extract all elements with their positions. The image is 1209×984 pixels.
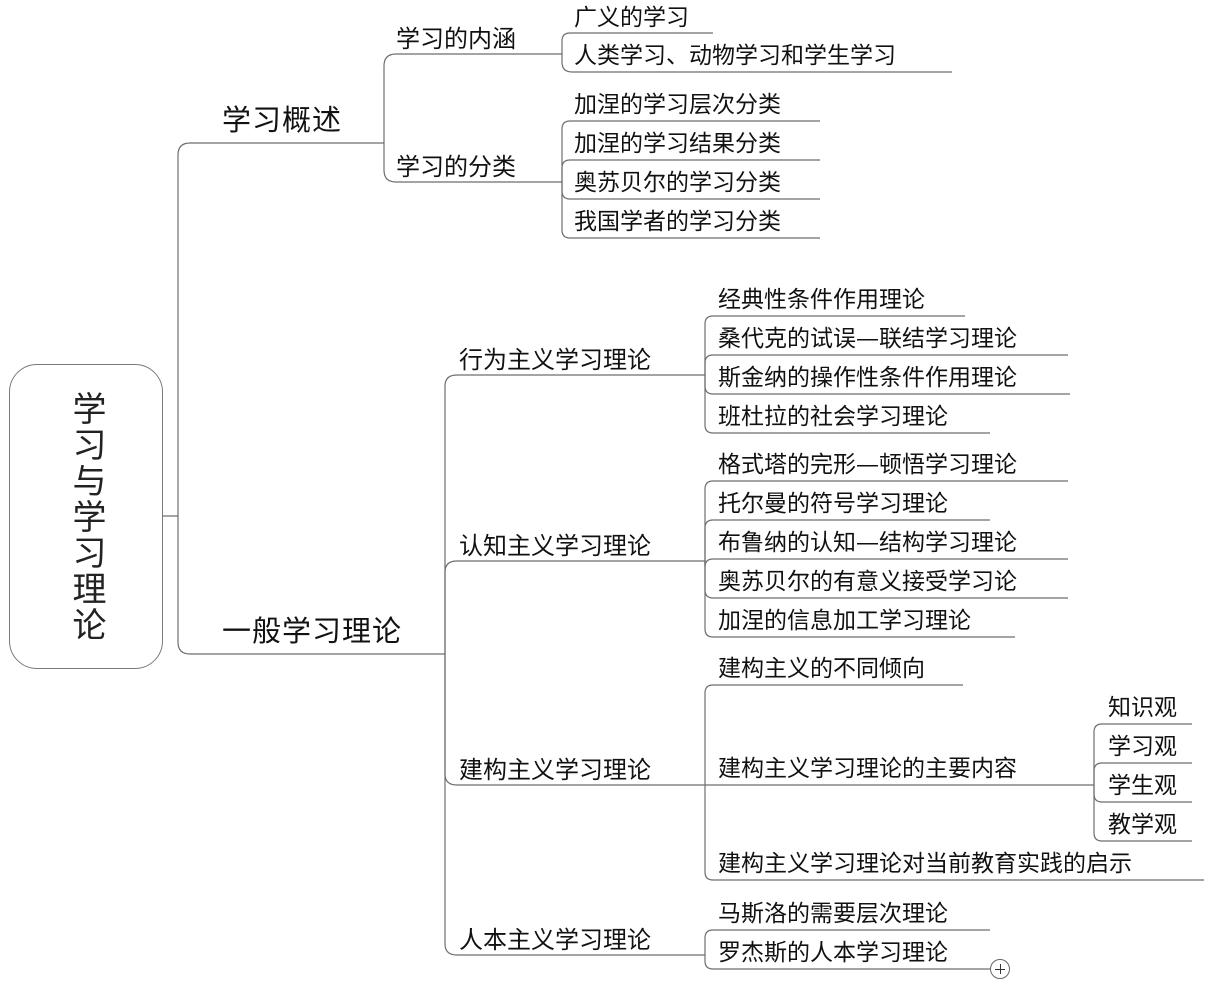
- node-xuexi-gaishu[interactable]: 学习概述: [222, 103, 343, 137]
- node-renlei-dongwu-xuesheng[interactable]: 人类学习、动物学习和学生学习: [574, 43, 896, 69]
- node-renzhi-zhuyi[interactable]: 认知主义学习理论: [459, 532, 651, 560]
- expand-plus-icon[interactable]: [990, 959, 1010, 979]
- node-jianie-jieguo[interactable]: 加涅的学习结果分类: [574, 131, 781, 157]
- node-jiangou-zhuyao-neirong[interactable]: 建构主义学习理论的主要内容: [718, 756, 1017, 782]
- node-buluna[interactable]: 布鲁纳的认知—结构学习理论: [718, 530, 1017, 556]
- root-node-label: 学习与学习理论: [66, 390, 106, 643]
- node-jingdian-tiaojian[interactable]: 经典性条件作用理论: [718, 287, 925, 313]
- node-woguo-xuezhe[interactable]: 我国学者的学习分类: [574, 209, 781, 235]
- node-aosubeier-youyiyi[interactable]: 奥苏贝尔的有意义接受学习论: [718, 569, 1017, 595]
- node-tuoerman[interactable]: 托尔曼的符号学习理论: [718, 491, 948, 517]
- node-jiangou-qingxiang[interactable]: 建构主义的不同倾向: [718, 656, 925, 682]
- node-bandula[interactable]: 班杜拉的社会学习理论: [718, 404, 948, 430]
- node-xuexi-fenlei[interactable]: 学习的分类: [396, 153, 516, 181]
- node-luojiesi[interactable]: 罗杰斯的人本学习理论: [718, 940, 948, 966]
- node-geshita[interactable]: 格式塔的完形—顿悟学习理论: [718, 452, 1017, 478]
- node-aosubeier-fenlei[interactable]: 奥苏贝尔的学习分类: [574, 170, 781, 196]
- root-node[interactable]: 学习与学习理论: [9, 364, 163, 669]
- node-xuexi-guan[interactable]: 学习观: [1108, 734, 1177, 760]
- node-jianie-cengci[interactable]: 加涅的学习层次分类: [574, 92, 781, 118]
- node-zhishi-guan[interactable]: 知识观: [1108, 695, 1177, 721]
- node-masiluo[interactable]: 马斯洛的需要层次理论: [718, 901, 948, 927]
- node-sangdaike[interactable]: 桑代克的试误—联结学习理论: [718, 326, 1017, 352]
- node-jiaoxue-guan[interactable]: 教学观: [1108, 812, 1177, 838]
- node-xuesheng-guan[interactable]: 学生观: [1108, 773, 1177, 799]
- node-yiban-xuexi-lilun[interactable]: 一般学习理论: [222, 614, 403, 648]
- node-sijinna[interactable]: 斯金纳的操作性条件作用理论: [718, 365, 1017, 391]
- node-xuexi-neihan[interactable]: 学习的内涵: [396, 25, 516, 53]
- node-jiangou-zhuyi[interactable]: 建构主义学习理论: [459, 756, 651, 784]
- node-jianie-xinxi[interactable]: 加涅的信息加工学习理论: [718, 608, 971, 634]
- node-jiangou-qishi[interactable]: 建构主义学习理论对当前教育实践的启示: [718, 851, 1132, 877]
- node-xingwei-zhuyi[interactable]: 行为主义学习理论: [459, 346, 651, 374]
- node-guangyi-xuexi[interactable]: 广义的学习: [574, 5, 689, 31]
- node-renben-zhuyi[interactable]: 人本主义学习理论: [459, 926, 651, 954]
